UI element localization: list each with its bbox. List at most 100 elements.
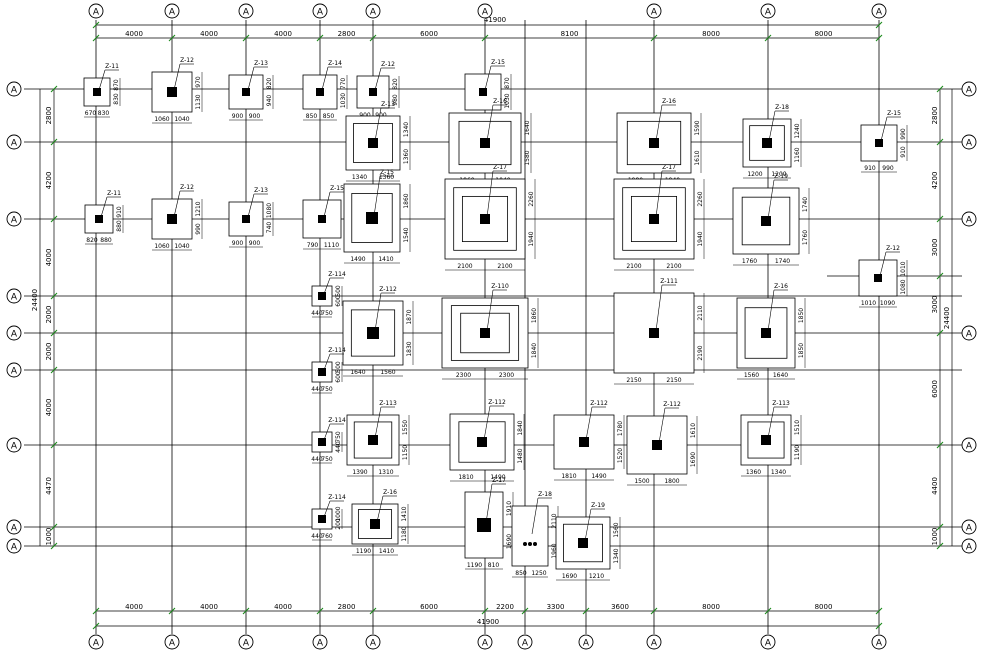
bottom-dim-value: 2800 <box>338 603 356 611</box>
column-section <box>480 328 490 338</box>
footing-dim: 820 <box>266 78 273 90</box>
column-section <box>761 216 771 226</box>
footing-dim: 1000 <box>335 506 342 521</box>
footing-dim: 2300 <box>456 372 471 379</box>
footing-tag: Z-16 <box>493 98 507 105</box>
top-dim-value: 2800 <box>338 30 356 38</box>
axis-bubble-label: A <box>583 639 590 649</box>
footing-tag: Z-16 <box>383 489 397 496</box>
dim-tick <box>50 441 58 449</box>
footing-dim: 1960 <box>551 543 558 558</box>
dim-tick <box>50 85 58 93</box>
dim-tick <box>316 34 324 42</box>
bottom-dim-value: 6000 <box>420 603 438 611</box>
column-section <box>579 437 589 447</box>
footing-outline <box>744 307 788 359</box>
axis-bubble-bottom: A <box>646 634 662 650</box>
column-section <box>762 138 772 148</box>
footing-dim: 1740 <box>802 197 809 212</box>
footing-dim: 900 <box>232 240 244 247</box>
footing-dim: 900 <box>249 240 261 247</box>
axis-bubble-right: A <box>961 134 977 150</box>
axis-bubble-bottom: A <box>760 634 776 650</box>
dim-tick <box>481 607 489 615</box>
axis-bubble-bottom: A <box>365 634 381 650</box>
footing-dim: 500 <box>335 285 342 297</box>
footing-dim: 750 <box>335 431 342 443</box>
dim-tick <box>92 34 100 42</box>
footing-tag: Z-19 <box>774 173 788 180</box>
axis-bubble-label: A <box>765 639 772 649</box>
column-section <box>167 87 177 97</box>
dim-tick <box>582 607 590 615</box>
tag-leader <box>374 292 382 332</box>
axis-bubble-top: A <box>760 3 776 19</box>
axis-bubble-label: A <box>966 442 973 452</box>
axis-bubble-label: A <box>317 639 324 649</box>
tag-leader <box>486 170 494 218</box>
footing-tag: Z-12 <box>180 57 194 64</box>
pile-dot <box>533 542 537 546</box>
footing-dim: 970 <box>195 76 202 88</box>
dim-tick <box>650 34 658 42</box>
tag-leader <box>655 104 663 142</box>
right-dim-value: 1000 <box>931 528 939 546</box>
footing-tag: Z-114 <box>328 271 346 278</box>
footing-tag: Z-112 <box>488 399 506 406</box>
footing-dim: 1760 <box>742 258 757 265</box>
dim-tick <box>936 441 944 449</box>
footing-dim: 1690 <box>506 534 513 549</box>
axis-bubble-left: A <box>6 134 22 150</box>
footing-dim: 740 <box>266 222 273 234</box>
dim-tick <box>650 607 658 615</box>
footing-dim: 2100 <box>457 263 472 270</box>
footing-tag: Z-16 <box>774 283 788 290</box>
left-dim-value: 2000 <box>45 306 53 324</box>
top-dim-value: 6000 <box>420 30 438 38</box>
footing-dim: 1210 <box>195 201 202 216</box>
right-dim-value: 3000 <box>931 239 939 257</box>
footing-tag: Z-15 <box>330 185 344 192</box>
footing-dim: 990 <box>900 128 907 140</box>
axis-bubble-left: A <box>6 288 22 304</box>
footing-dim: 1010 <box>900 261 907 276</box>
footing-dim: 1080 <box>266 203 273 218</box>
footing-dim: 900 <box>359 112 371 119</box>
footing-tag: Z-11 <box>107 190 121 197</box>
column-section <box>761 328 771 338</box>
footing-dim: 1360 <box>746 469 761 476</box>
tag-leader <box>658 407 666 444</box>
column-section <box>368 435 378 445</box>
column-section <box>368 138 378 148</box>
footing-dim: 2260 <box>697 191 704 206</box>
footing-dim: 1810 <box>458 474 473 481</box>
column-section <box>318 292 326 300</box>
footing-tag: Z-18 <box>775 104 789 111</box>
axis-bubble-label: A <box>966 524 973 534</box>
top-dim-value: 4000 <box>125 30 143 38</box>
tag-leader <box>374 67 382 91</box>
footing-dim: 1870 <box>406 309 413 324</box>
axis-bubble-left: A <box>6 538 22 554</box>
footing-dim: 1560 <box>613 522 620 537</box>
top-total-value: 41900 <box>484 16 506 24</box>
footing-dim: 1590 <box>694 120 701 135</box>
right-total-value: 24400 <box>943 307 951 329</box>
footing-dim: 1860 <box>403 193 410 208</box>
tag-leader <box>323 500 331 518</box>
tag-leader <box>655 284 663 332</box>
dim-tick <box>369 607 377 615</box>
axis-bubble-top: A <box>365 3 381 19</box>
footing-dim: 2300 <box>499 372 514 379</box>
footing: Z-161860104015801640 <box>448 98 532 185</box>
column-section <box>477 518 491 532</box>
footing-dim: 1510 <box>794 420 801 435</box>
dim-tick <box>764 34 772 42</box>
column-section <box>167 214 177 224</box>
